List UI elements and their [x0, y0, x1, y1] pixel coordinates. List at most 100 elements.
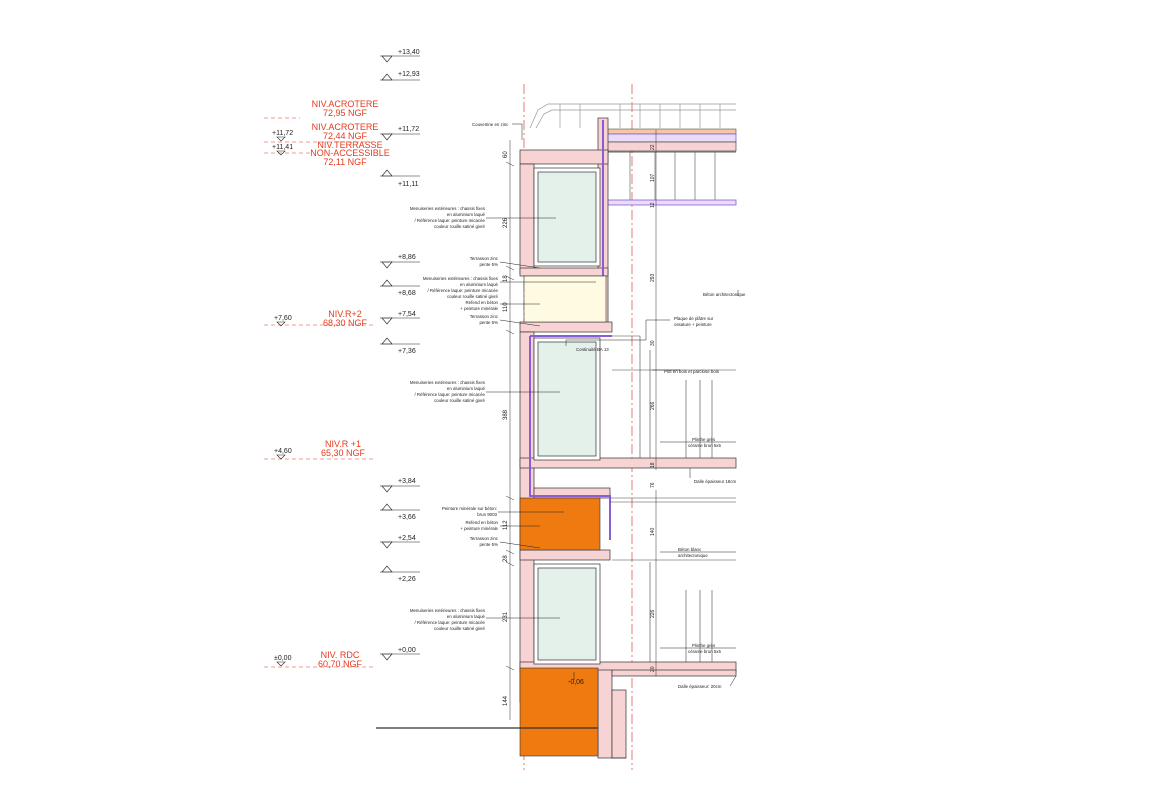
elevation-label: +3,66	[398, 514, 416, 521]
elevation-label: +8,68	[398, 290, 416, 297]
svg-text:/ Référence laque: peinture mi: / Référence laque: peinture micacée	[414, 392, 485, 397]
left-dimension-line	[505, 140, 515, 720]
svg-text:cérame brun 5x5: cérame brun 5x5	[688, 649, 722, 654]
note-beton-archi: Béton architectonique	[703, 292, 746, 297]
svg-text:couleur rouille satiné givré: couleur rouille satiné givré	[434, 398, 486, 403]
svg-text:+ peinture minérale: + peinture minérale	[460, 526, 498, 531]
elevation-label: +12,93	[398, 71, 420, 78]
red-level-title: NIV.ACROTERE	[312, 122, 379, 132]
leader-lines	[486, 123, 739, 687]
dim-value: 30	[650, 340, 656, 346]
red-level-title: NIV.ACROTERE	[312, 99, 379, 109]
svg-text:en aluminium laqué: en aluminium laqué	[460, 282, 499, 287]
glazing	[533, 167, 601, 665]
elevation-labels: +13,40 +12,93 +11,72 +11,11 +8,86 +8,68 …	[398, 49, 420, 654]
svg-text:couleur rouille satiné givré: couleur rouille satiné givré	[434, 224, 486, 229]
svg-text:pente 5%: pente 5%	[479, 262, 498, 267]
elevation-label: +7,36	[398, 348, 416, 355]
dim-value: 28	[503, 555, 509, 562]
svg-text:en aluminium laqué: en aluminium laqué	[447, 212, 486, 217]
elevation-label: +0,00	[398, 647, 416, 654]
dim-value: 18	[503, 275, 509, 282]
note-plinthe: Plinthe grès	[692, 437, 716, 442]
svg-text:+ peinture minérale: + peinture minérale	[460, 306, 498, 311]
note-plot-bois: Plot en bois et parclose bois	[664, 369, 720, 374]
left-elevation-label: +4,60	[274, 448, 292, 455]
svg-text:/ Référence laque: peinture mi: / Référence laque: peinture micacée	[427, 288, 498, 293]
elevation-markers	[380, 55, 420, 661]
roof-insulation	[606, 133, 737, 143]
right-dimension-values: 22 107 12 293 30 266 18 76 140 226 20	[650, 144, 656, 672]
red-level-title: NIV. RDC	[321, 650, 360, 660]
dim-value: 231	[503, 611, 509, 622]
dim-value: 144	[503, 695, 509, 706]
svg-text:architectonique: architectonique	[678, 553, 708, 558]
orange-panel-base	[519, 667, 599, 757]
left-dimension-values: 60 226 18 110 388 112 28 231 144	[503, 151, 509, 706]
ceiling-structure	[629, 152, 716, 200]
elevation-label: +13,40	[398, 49, 420, 56]
svg-text:couleur rouille satiné givré: couleur rouille satiné givré	[434, 626, 486, 631]
red-level-title: NIV.TERRASSE	[317, 140, 382, 150]
roof-railing	[529, 103, 736, 129]
interior-lines	[610, 335, 736, 662]
note-menuiseries: Menuiseries extérieures : chassis fixes	[410, 380, 486, 385]
note-continuite: Continuité BA 13	[576, 347, 609, 352]
red-level-ngf: 65,30 NGF	[321, 448, 366, 458]
red-level-subtitle: NON-ACCESSIBLE	[310, 148, 390, 158]
svg-text:/ Référence laque: peinture mi: / Référence laque: peinture micacée	[414, 218, 485, 223]
dim-value: 388	[503, 409, 509, 420]
elevation-label: +8,86	[398, 254, 416, 261]
note-terrasson: Terrasson zinc	[470, 536, 499, 541]
note-plinthe: Plinthe grès	[692, 643, 716, 648]
elevation-label: +3,84	[398, 478, 416, 485]
dim-value: 12	[650, 202, 656, 208]
svg-text:en aluminium laqué: en aluminium laqué	[447, 614, 486, 619]
red-level-ngf: 68,30 NGF	[323, 318, 368, 328]
left-elevation-label: +11,41	[272, 144, 293, 151]
svg-text:brun 9003: brun 9003	[477, 512, 497, 517]
dim-value: 110	[503, 302, 509, 312]
red-level-title: NIV.R+2	[328, 309, 361, 319]
roof-slab-top	[606, 128, 737, 135]
note-plaque-platre: Plaque de plâtre sur	[674, 316, 714, 321]
note-dalle20: Dalle épaisseur: 20cm	[678, 684, 722, 689]
left-elevation-label: ±0,00	[274, 655, 292, 662]
red-level-ngf: 72,11 NGF	[323, 157, 367, 167]
roof-slab	[606, 141, 737, 152]
note-menuiseries: Menuiseries extérieures : chassis fixes	[423, 276, 499, 281]
dim-value: 22	[650, 144, 656, 150]
note-beton-blanc: Béton blanc	[678, 547, 702, 552]
elevation-label: +2,54	[398, 535, 416, 542]
svg-text:en aluminium laqué: en aluminium laqué	[447, 386, 486, 391]
left-elevation-label: +7,60	[274, 315, 292, 322]
elevation-label: +11,11	[398, 181, 419, 188]
red-level-ngf: 72,95 NGF	[323, 108, 368, 118]
svg-text:/ Référence laque: peinture mi: / Référence laque: peinture micacée	[414, 620, 485, 625]
svg-text:ossature + peinture: ossature + peinture	[674, 322, 712, 327]
orange-panel-upper	[519, 497, 601, 551]
dim-value: 140	[650, 527, 656, 536]
left-elevations: +11,72 +11,41 +7,60 +4,60 ±0,00	[272, 130, 293, 662]
ceiling-purple-band	[606, 199, 737, 206]
red-level-title: NIV.R +1	[325, 439, 361, 449]
red-level-ngf: 72,44 NGF	[323, 131, 368, 141]
dim-value: 18	[650, 462, 656, 468]
note-menuiseries: Menuiseries extérieures : chassis fixes	[410, 608, 486, 613]
note-terrasson: Terrasson zinc	[470, 256, 499, 261]
note-refend: Refend en béton	[466, 520, 499, 525]
annotations: Couvertine en zinc Menuiseries extérieur…	[410, 122, 746, 689]
level-low-label: -0,06	[568, 679, 584, 686]
red-level-ngf: 60,70 NGF	[318, 659, 363, 669]
elevation-label: +7,54	[398, 311, 416, 318]
dim-value: 266	[650, 401, 656, 410]
svg-text:pente 5%: pente 5%	[479, 542, 498, 547]
note-couvertine: Couvertine en zinc	[472, 122, 509, 127]
dim-value: 107	[650, 173, 656, 182]
left-elevation-label: +11,72	[272, 130, 293, 137]
dim-value: 293	[650, 273, 656, 282]
red-dashed-leaders	[264, 117, 376, 668]
note-dalle18: Dalle épaisseur 18cm	[694, 479, 737, 484]
left-elevation-triangles	[276, 136, 286, 667]
